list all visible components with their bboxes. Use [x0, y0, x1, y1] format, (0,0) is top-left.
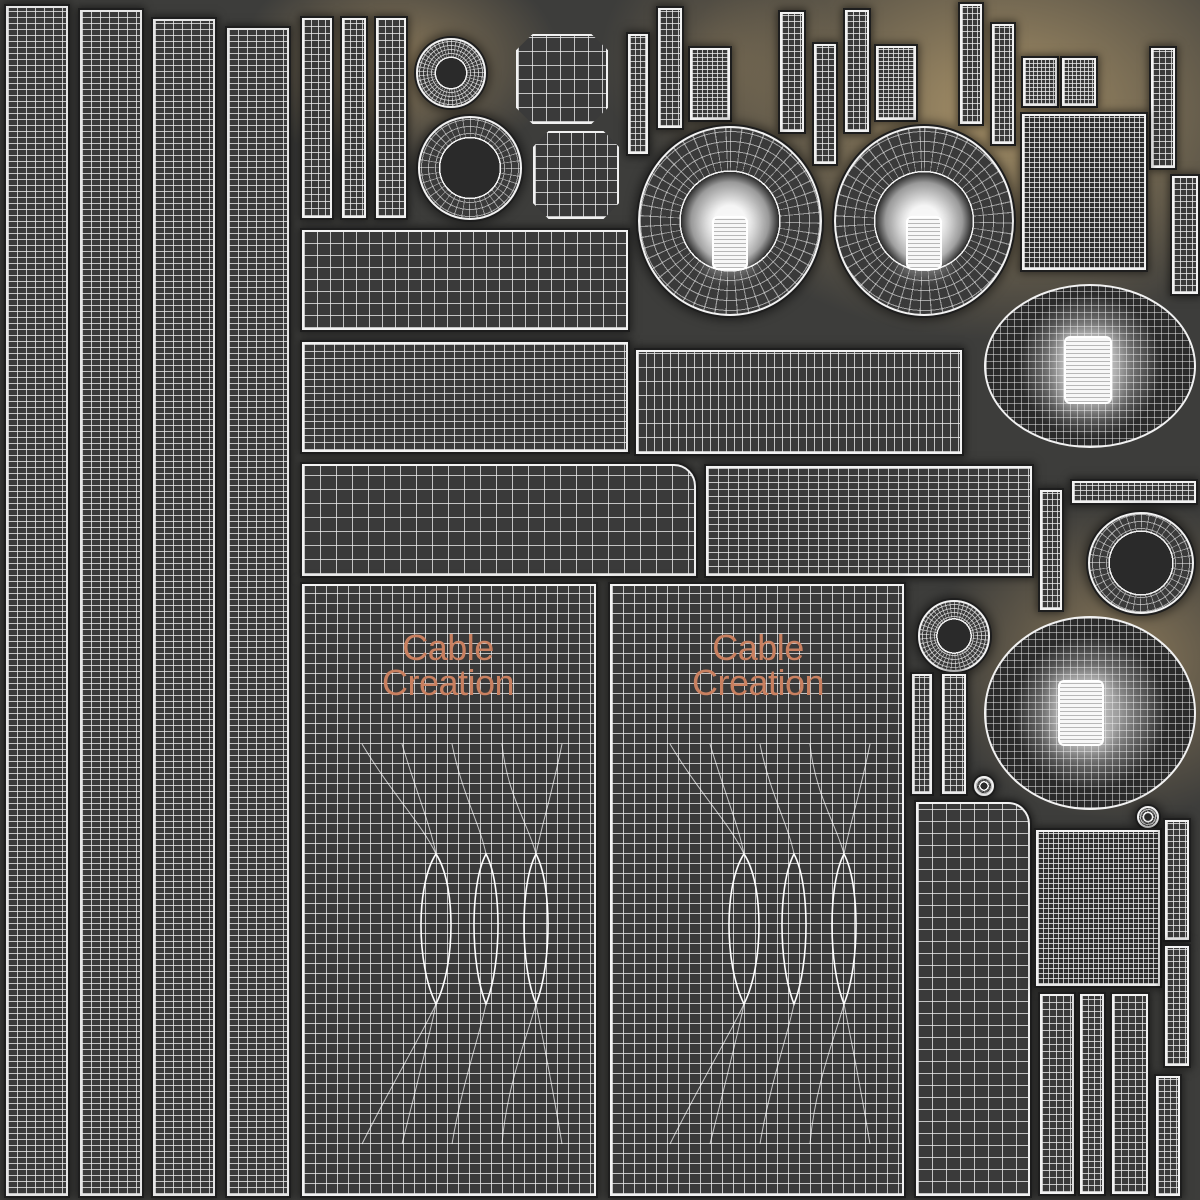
- uv-connector-bottom-c: [1112, 994, 1148, 1194]
- uv-ring-tiny-1: [974, 776, 994, 796]
- uv-strip-2: [80, 10, 142, 1196]
- uv-small-strip-14: [1165, 946, 1189, 1066]
- uv-small-strip-5: [845, 10, 869, 132]
- uv-octagon-block-1: [516, 34, 608, 124]
- uv-small-block-4: [1062, 58, 1096, 106]
- uv-small-strip-4: [814, 44, 836, 164]
- uv-dense-block-top: [1022, 114, 1146, 270]
- uv-panel-vertical-lines: [636, 350, 962, 454]
- uv-strip-3: [153, 19, 215, 1196]
- uv-panel-pinch-1: [302, 342, 628, 452]
- uv-strip-1: [6, 6, 68, 1196]
- uv-ring-small-top: [416, 38, 486, 108]
- uv-small-strip-11: [912, 674, 932, 794]
- uv-small-block-1: [690, 48, 730, 120]
- uv-small-strip-7: [992, 24, 1014, 144]
- label-line-2: Creation: [691, 662, 825, 704]
- uv-connector-top-a: [302, 18, 332, 218]
- cable-creation-label-right: Cable Creation: [658, 627, 858, 704]
- uv-small-strip-13: [1165, 820, 1189, 940]
- uv-pin-insert-2: [906, 216, 942, 270]
- uv-small-strip-15: [1156, 1076, 1180, 1196]
- uv-small-strip-9: [1172, 176, 1198, 294]
- uv-small-strip-6: [960, 4, 982, 124]
- uv-small-strip-2: [658, 8, 682, 128]
- uv-pin-insert-1: [712, 216, 748, 270]
- uv-small-strip-10: [1040, 490, 1062, 610]
- uv-octagon-block-2: [533, 131, 619, 219]
- cable-creation-label-left: Cable Creation: [348, 627, 548, 704]
- uv-connector-stack: [916, 802, 1030, 1196]
- uv-ring-small-right: [918, 600, 990, 672]
- uv-pin-insert-4: [1058, 680, 1104, 746]
- uv-ring-mid-top: [418, 116, 522, 220]
- uv-thin-bar-right: [1072, 481, 1196, 503]
- uv-connector-bottom-a: [1040, 994, 1074, 1194]
- uv-panel-connector-face: [302, 464, 696, 576]
- uv-connector-top-c: [376, 18, 406, 218]
- uv-small-block-3: [1023, 58, 1057, 106]
- label-line-1: Cable: [712, 627, 804, 668]
- uv-ring-tiny-2: [1137, 806, 1159, 828]
- uv-seam-wires-right: [669, 743, 871, 1145]
- uv-small-block-2: [876, 46, 916, 120]
- label-line-1: Cable: [402, 627, 494, 668]
- uv-ring-right-mid: [1088, 512, 1194, 614]
- uv-pin-insert-3: [1064, 336, 1112, 404]
- uv-panel-top-wide: [302, 230, 628, 330]
- uv-strip-4: [227, 28, 289, 1196]
- uv-small-strip-3: [780, 12, 804, 132]
- uv-small-strip-8: [1151, 48, 1175, 168]
- uv-panel-pinch-2: [706, 466, 1032, 576]
- uv-connector-top-b: [342, 18, 366, 218]
- label-line-2: Creation: [381, 662, 515, 704]
- uv-dense-block-bottom: [1036, 830, 1160, 986]
- uv-small-strip-1: [628, 34, 648, 154]
- uv-connector-bottom-b: [1080, 994, 1104, 1194]
- uv-ring-large-2: [834, 126, 1014, 316]
- uv-seam-wires-left: [361, 743, 563, 1145]
- uv-small-strip-12: [942, 674, 966, 794]
